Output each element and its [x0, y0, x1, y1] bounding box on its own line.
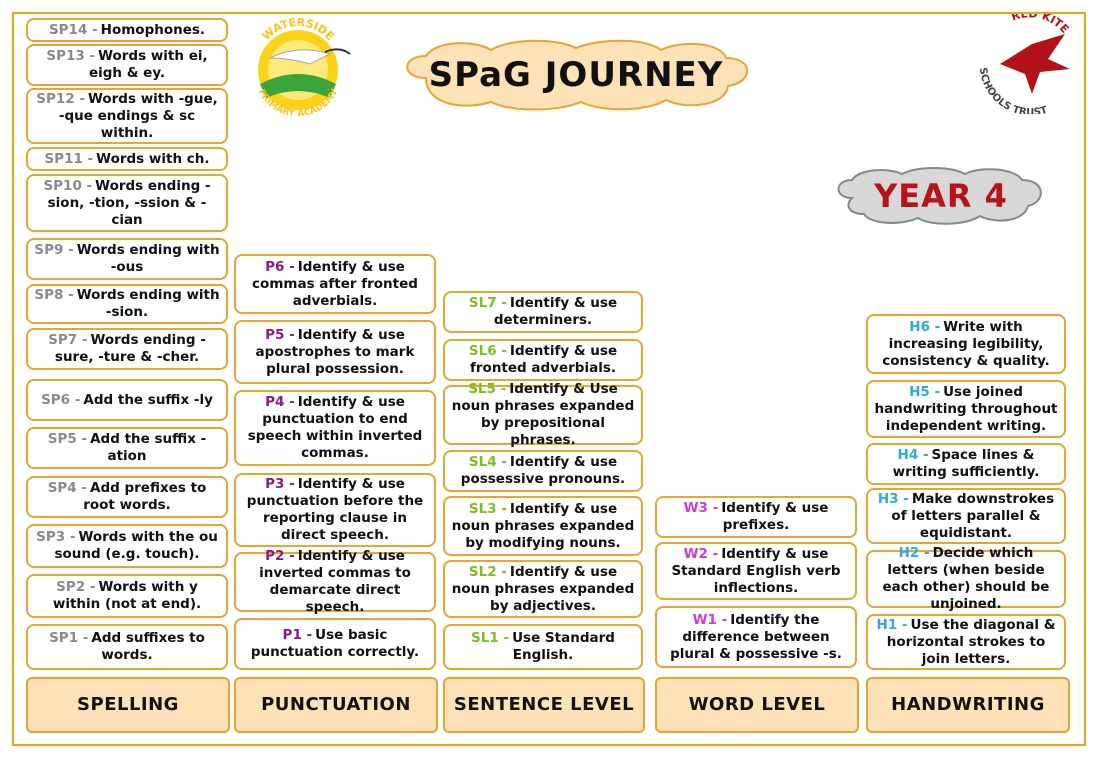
- spelling-item-sp14: SP14 -Homophones.: [26, 18, 228, 42]
- punctuation-item-p3: P3 -Identify & use punctuation before th…: [234, 473, 436, 547]
- handwriting-item-h5: H5 -Use joined handwriting throughout in…: [866, 380, 1066, 438]
- sentence-item-sl7: SL7 -Identify & use determiners.: [443, 291, 643, 333]
- sentence-item-sl4: SL4 -Identify & use possessive pronouns.: [443, 450, 643, 492]
- spelling-item-sp10: SP10 -Words ending -sion, -tion, -ssion …: [26, 174, 228, 232]
- spelling-item-sp11: SP11 -Words with ch.: [26, 147, 228, 171]
- handwriting-item-h2: H2 -Decide which letters (when beside ea…: [866, 545, 1066, 612]
- year-cloud-shape: [837, 167, 1042, 225]
- page-frame: [12, 12, 1086, 746]
- red-kite-logo-icon: RED KITE SCHOOLS TRUST: [977, 14, 1072, 114]
- spelling-item-sp2: SP2 -Words with y within (not at end).: [26, 574, 228, 618]
- sentence-item-sl3: SL3 -Identify & use noun phrases expande…: [443, 496, 643, 556]
- handwriting-item-h4: H4 -Space lines & writing sufficiently.: [866, 443, 1066, 485]
- sentence-item-sl1: SL1 -Use Standard English.: [443, 624, 643, 670]
- handwriting-item-h3: H3 -Make downstrokes of letters parallel…: [866, 488, 1066, 544]
- logo-right-line1: RED KITE: [1010, 14, 1072, 36]
- year-label: YEAR 4: [874, 177, 1008, 215]
- footer-handwriting: HANDWRITING: [866, 677, 1070, 733]
- title-cloud-shape: [406, 39, 749, 111]
- punctuation-item-p2: P2 -Identify & use inverted commas to de…: [234, 548, 436, 615]
- spelling-item-sp4: SP4 -Add prefixes to root words.: [26, 476, 228, 518]
- word-item-w3: W3 -Identify & use prefixes.: [655, 496, 857, 538]
- spelling-item-sp1: SP1 -Add suffixes to words.: [26, 624, 228, 670]
- spelling-item-sp9: SP9 -Words ending with -ous: [26, 238, 228, 280]
- spelling-item-sp7: SP7 -Words ending -sure, -ture & -cher.: [26, 328, 228, 370]
- footer-punctuation: PUNCTUATION: [234, 677, 438, 733]
- footer-spelling: SPELLING: [26, 677, 230, 733]
- word-item-w2: W2 -Identify & use Standard English verb…: [655, 542, 857, 600]
- svg-text:RED KITE: RED KITE: [1010, 14, 1072, 36]
- handwriting-item-h6: H6 -Write with increasing legibility, co…: [866, 314, 1066, 374]
- handwriting-item-h1: H1 -Use the diagonal & horizontal stroke…: [866, 614, 1066, 670]
- spelling-item-sp3: SP3 -Words with the ou sound (e.g. touch…: [26, 524, 228, 568]
- sentence-item-sl2: SL2 -Identify & use noun phrases expande…: [443, 560, 643, 618]
- spelling-item-sp8: SP8 -Words ending with -sion.: [26, 284, 228, 324]
- spelling-item-sp12: SP12 -Words with -gue, -que endings & sc…: [26, 88, 228, 144]
- punctuation-item-p6: P6 -Identify & use commas after fronted …: [234, 254, 436, 314]
- sentence-item-sl5: SL5 -Identify & Use noun phrases expande…: [443, 381, 643, 448]
- sentence-item-sl6: SL6 -Identify & use fronted adverbials.: [443, 339, 643, 381]
- page-title: SPaG JOURNEY: [428, 55, 724, 95]
- footer-sentence-level: SENTENCE LEVEL: [443, 677, 645, 733]
- spelling-item-sp5: SP5 -Add the suffix -ation: [26, 427, 228, 469]
- footer-word-level: WORD LEVEL: [655, 677, 859, 733]
- spelling-item-sp13: SP13 -Words with ei, eigh & ey.: [26, 44, 228, 86]
- punctuation-item-p1: P1 -Use basic punctuation correctly.: [234, 618, 436, 670]
- word-item-w1: W1 -Identify the difference between plur…: [655, 606, 857, 668]
- punctuation-item-p4: P4 -Identify & use punctuation to end sp…: [234, 390, 436, 466]
- spelling-item-sp6: SP6 -Add the suffix -ly: [26, 379, 228, 421]
- waterside-logo-icon: WATERSIDE PRIMARY ACADEMY: [256, 16, 351, 119]
- punctuation-item-p5: P5 -Identify & use apostrophes to mark p…: [234, 320, 436, 384]
